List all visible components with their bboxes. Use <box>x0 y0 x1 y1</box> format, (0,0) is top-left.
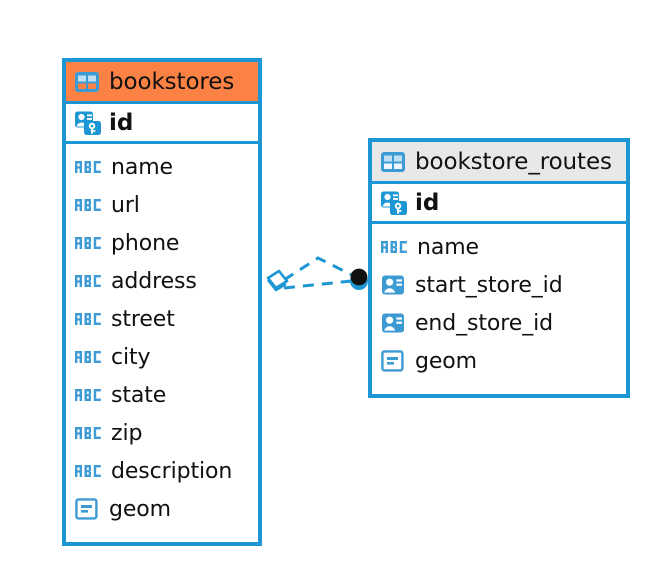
text-field-icon <box>75 236 103 250</box>
circle-endpoint-icon <box>350 268 368 290</box>
text-field-icon <box>75 426 103 440</box>
primary-key-icon <box>74 110 102 136</box>
geometry-field-icon <box>381 349 407 373</box>
geometry-field-icon <box>75 497 101 521</box>
field-row[interactable]: url <box>66 186 258 224</box>
field-label: description <box>111 458 233 484</box>
entity-table-bookstore-routes[interactable]: bookstore_routes id <box>368 138 630 398</box>
text-field-icon <box>75 388 103 402</box>
field-label: zip <box>111 420 143 446</box>
field-label: name <box>417 234 479 260</box>
primary-key-row-bookstores[interactable]: id <box>66 104 258 144</box>
field-label: address <box>111 268 197 294</box>
field-label: street <box>111 306 175 332</box>
entity-title: bookstore_routes <box>415 148 612 175</box>
field-row[interactable]: name <box>66 148 258 186</box>
field-label: end_store_id <box>415 310 553 336</box>
field-row[interactable]: city <box>66 338 258 376</box>
table-icon <box>74 71 100 93</box>
field-label: state <box>111 382 167 408</box>
primary-key-label: id <box>109 109 134 136</box>
field-list-bookstore-routes: name start_store_id <box>372 224 626 383</box>
primary-key-row-bookstore-routes[interactable]: id <box>372 184 626 224</box>
primary-key-label: id <box>415 189 440 216</box>
field-row[interactable]: description <box>66 452 258 490</box>
field-row[interactable]: name <box>372 228 626 266</box>
field-row[interactable]: zip <box>66 414 258 452</box>
text-field-icon <box>75 198 103 212</box>
field-label: phone <box>111 230 180 256</box>
entity-table-bookstores[interactable]: bookstores id <box>62 58 262 546</box>
field-row[interactable]: state <box>66 376 258 414</box>
entity-header-bookstore-routes[interactable]: bookstore_routes <box>372 142 626 184</box>
diamond-endpoint-icon <box>266 269 289 292</box>
entity-header-bookstores[interactable]: bookstores <box>66 62 258 104</box>
field-label: name <box>111 154 173 180</box>
field-label: geom <box>415 348 477 374</box>
relationship-line-lower-branch <box>283 279 353 290</box>
entity-title: bookstores <box>109 68 235 95</box>
field-row[interactable]: address <box>66 262 258 300</box>
field-label: geom <box>109 496 171 522</box>
field-label: url <box>111 192 140 218</box>
text-field-icon <box>75 274 103 288</box>
field-row[interactable]: geom <box>66 490 258 528</box>
field-label: city <box>111 344 151 370</box>
field-list-bookstores: name u <box>66 144 258 531</box>
foreign-key-icon <box>381 274 407 296</box>
field-row[interactable]: geom <box>372 342 626 380</box>
primary-key-icon <box>380 190 408 216</box>
foreign-key-icon <box>381 312 407 334</box>
field-row[interactable]: street <box>66 300 258 338</box>
text-field-icon <box>75 464 103 478</box>
text-field-icon <box>75 350 103 364</box>
text-field-icon <box>75 312 103 326</box>
field-row[interactable]: phone <box>66 224 258 262</box>
field-row[interactable]: end_store_id <box>372 304 626 342</box>
field-label: start_store_id <box>415 272 563 298</box>
table-icon <box>380 151 406 173</box>
text-field-icon <box>75 160 103 174</box>
text-field-icon <box>381 240 409 254</box>
field-row[interactable]: start_store_id <box>372 266 626 304</box>
relationship-line-upper-branch <box>283 256 355 282</box>
